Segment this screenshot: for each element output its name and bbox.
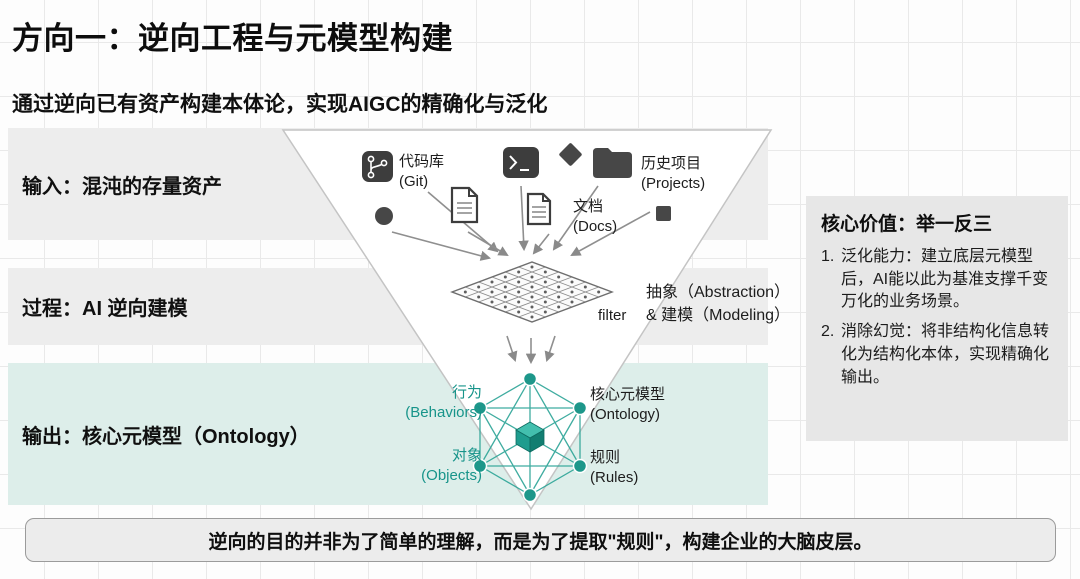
core-value-item-2-number: 2. bbox=[821, 323, 835, 341]
core-value-title: 核心价值：举一反三 bbox=[821, 214, 993, 235]
footer-text: 逆向的目的并非为了简单的理解，而是为了提取"规则"，构建企业的大脑皮层。 bbox=[208, 531, 873, 553]
label-projects: 历史项目 (Projects) bbox=[641, 155, 706, 192]
label-git: 代码库 (Git) bbox=[399, 153, 445, 190]
label-filter: filter bbox=[598, 307, 627, 324]
label-core-metamodel: 核心元模型 (Ontology) bbox=[590, 386, 666, 423]
core-value-item-1-number: 1. bbox=[821, 248, 835, 265]
label-abstraction-modeling: 抽象（Abstraction） & 建模（Modeling） bbox=[646, 284, 791, 325]
band-process-label: 过程：AI 逆向建模 bbox=[22, 298, 188, 320]
label-objects: 对象 (Objects) bbox=[421, 447, 482, 484]
core-value-box: 核心价值：举一反三 1. 泛化能力：建立底层元模型后，AI能以此为基准支撑千变万… bbox=[806, 196, 1068, 441]
core-value-item-2-text: 消除幻觉：将非结构化信息转化为结构化本体，实现精确化输出。 bbox=[841, 323, 1050, 386]
footer-banner: 逆向的目的并非为了简单的理解，而是为了提取"规则"，构建企业的大脑皮层。 bbox=[25, 518, 1056, 562]
core-value-item-2: 2. 消除幻觉：将非结构化信息转化为结构化本体，实现精确化输出。 bbox=[821, 321, 1053, 389]
band-input-label: 输入：混沌的存量资产 bbox=[22, 175, 222, 198]
label-behaviors: 行为 (Behaviors) bbox=[405, 384, 482, 421]
page-title: 方向一：逆向工程与元模型构建 bbox=[12, 21, 453, 56]
core-value-item-1: 1. 泛化能力：建立底层元模型后，AI能以此为基准支撑千变万化的业务场景。 bbox=[821, 246, 1053, 314]
band-output-label: 输出：核心元模型（Ontology） bbox=[22, 425, 310, 448]
core-value-item-1-text: 泛化能力：建立底层元模型后，AI能以此为基准支撑千变万化的业务场景。 bbox=[841, 248, 1049, 311]
label-docs: 文档 (Docs) bbox=[573, 198, 618, 235]
page-subtitle: 通过逆向已有资产构建本体论，实现AIGC的精确化与泛化 bbox=[12, 93, 548, 116]
label-rules: 规则 (Rules) bbox=[590, 449, 639, 486]
